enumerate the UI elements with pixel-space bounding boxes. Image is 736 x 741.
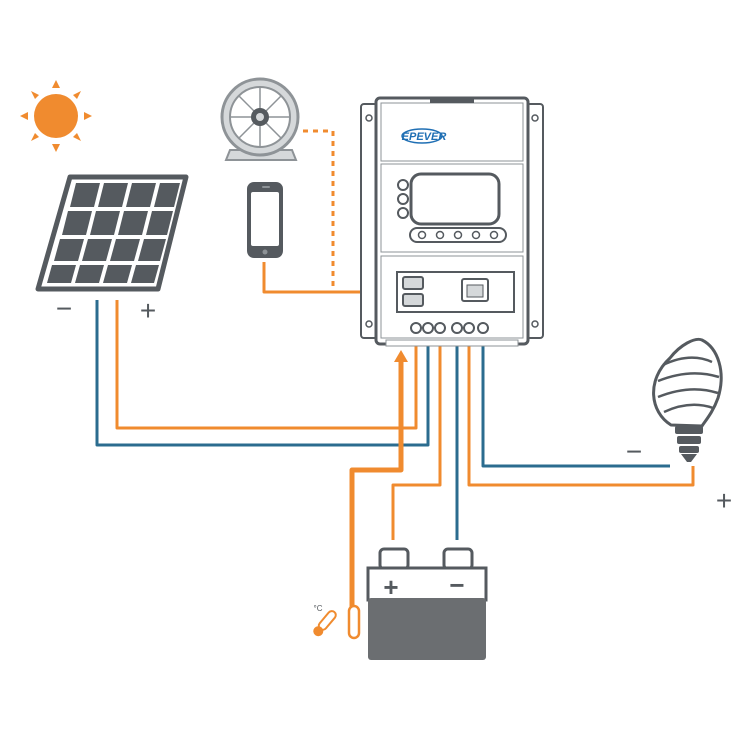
battery-positive-label: + xyxy=(383,572,398,602)
smartphone-icon xyxy=(247,182,283,258)
lamp-positive-label: + xyxy=(716,485,732,516)
fan-icon xyxy=(220,77,300,161)
thermometer-icon xyxy=(313,604,361,640)
bulb-icon xyxy=(652,337,723,462)
wires xyxy=(95,129,695,610)
sun-icon xyxy=(20,80,92,152)
lamp-negative-label: − xyxy=(626,436,642,467)
panel-negative-label: − xyxy=(56,293,72,324)
wire-temp-sensor-arrow xyxy=(394,350,408,362)
controller-terminals xyxy=(410,322,489,334)
controller-buttons xyxy=(417,230,499,240)
solar-panel-icon xyxy=(35,174,189,292)
battery-icon xyxy=(366,547,488,660)
wire-temp-sensor xyxy=(349,360,404,610)
wire-load-negative xyxy=(481,343,670,468)
controller-brand-logo: EPEVER xyxy=(402,131,447,143)
wire-panel-positive xyxy=(115,300,418,430)
battery-negative-label: − xyxy=(449,570,464,600)
wire-battery-positive xyxy=(391,343,442,540)
wire-fan-usb xyxy=(303,129,335,290)
charge-controller-icon xyxy=(360,96,544,347)
temp-unit-label: °C xyxy=(314,604,323,613)
wire-load-positive xyxy=(467,343,695,487)
wire-panel-negative xyxy=(95,300,430,447)
panel-positive-label: + xyxy=(140,295,156,326)
